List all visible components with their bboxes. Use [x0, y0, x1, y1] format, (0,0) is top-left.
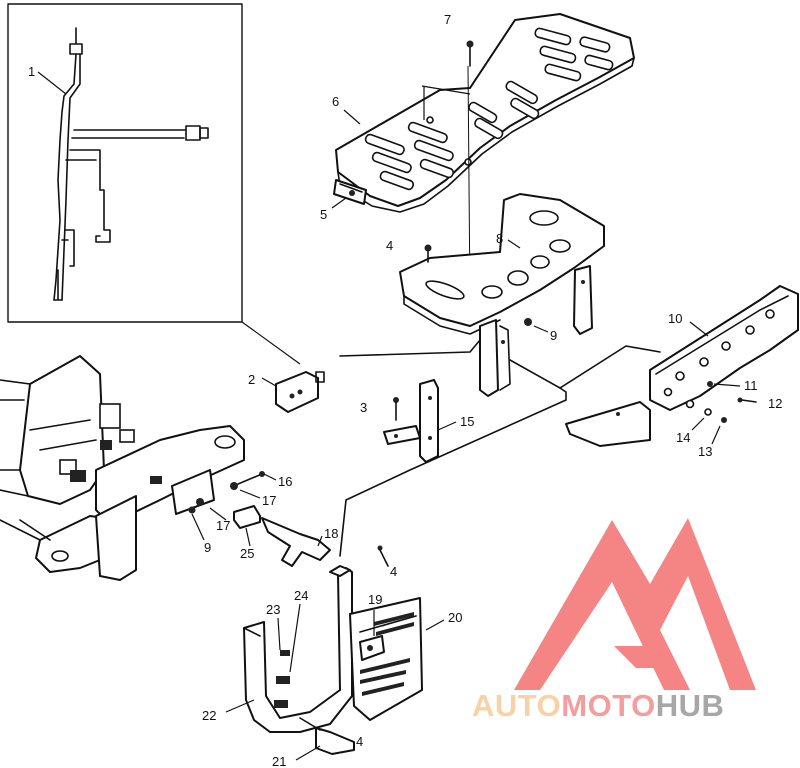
rack-support-8	[399, 193, 605, 397]
callout-16: 16	[278, 474, 292, 489]
connector-2	[261, 371, 325, 413]
callout-21: 21	[272, 754, 286, 768]
callout-11: 11	[744, 378, 758, 393]
callout-4-middle: 4	[390, 564, 397, 579]
bumper-hardware	[691, 381, 757, 445]
watermark-hub: HUB	[656, 688, 725, 723]
automotohub-watermark: AUTOMOTOHUB	[472, 518, 756, 723]
mudflap-bracket-22	[225, 565, 353, 733]
callout-9-left: 9	[204, 540, 211, 555]
callout-17-right: 17	[262, 493, 276, 508]
callout-14: 14	[676, 430, 690, 445]
callout-6: 6	[332, 94, 339, 109]
callout-labels: 1 2 3 4 4 4 5 6 7 8 9 9 10 11 12 13 14 1…	[28, 12, 782, 768]
atv-frame	[0, 355, 245, 581]
callout-4-lower: 4	[356, 734, 363, 749]
callout-7: 7	[444, 12, 451, 27]
callout-18: 18	[324, 526, 338, 541]
callout-1: 1	[28, 64, 35, 79]
callout-20: 20	[448, 610, 462, 625]
callout-23: 23	[266, 602, 280, 617]
callout-9-right: 9	[550, 328, 557, 343]
bolt-4-middle	[377, 545, 389, 567]
nut-9-right	[524, 318, 549, 333]
watermark-auto: AUTO	[472, 688, 561, 723]
watermark-moto: MOTO	[561, 688, 655, 723]
clip-19	[359, 610, 385, 661]
tube-18	[261, 517, 331, 567]
callout-10: 10	[668, 311, 682, 326]
callout-13: 13	[698, 444, 712, 459]
callout-3: 3	[360, 400, 367, 415]
callout-2: 2	[248, 372, 255, 387]
callout-17-left: 17	[216, 518, 230, 533]
callout-22: 22	[202, 708, 216, 723]
callout-24: 24	[294, 588, 308, 603]
callout-19: 19	[368, 592, 382, 607]
hitch-hardware	[188, 471, 277, 541]
reflector-5	[331, 179, 367, 209]
bracket-15	[383, 379, 457, 463]
callout-4-upper: 4	[386, 238, 393, 253]
callout-12: 12	[768, 396, 782, 411]
callout-8: 8	[496, 231, 503, 246]
mud-flap-20	[349, 597, 445, 721]
rear-rack	[335, 13, 635, 213]
clip-25	[233, 505, 261, 547]
bolt-3	[393, 397, 399, 421]
wiring-harness-inset	[7, 3, 243, 323]
callout-5: 5	[320, 207, 327, 222]
callout-25: 25	[240, 546, 254, 561]
bolt-4-upper	[424, 244, 432, 263]
hook-21	[295, 717, 355, 761]
callout-15: 15	[460, 414, 474, 429]
bumper-10	[565, 285, 799, 447]
automotohub-logo-icon	[514, 518, 756, 690]
svg-text:AUTOMOTOHUB: AUTOMOTOHUB	[472, 688, 724, 723]
